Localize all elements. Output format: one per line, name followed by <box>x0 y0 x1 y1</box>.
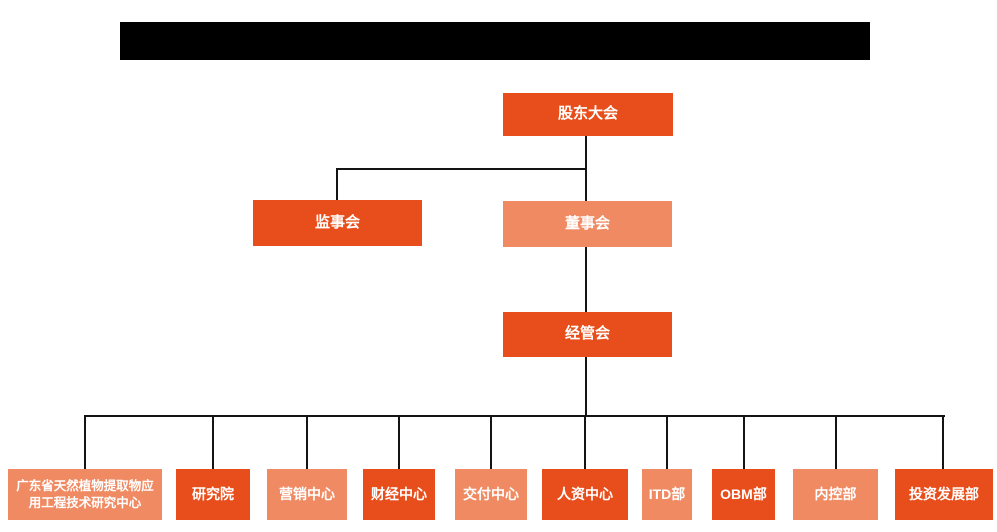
connector-branch-horizontal <box>336 168 587 170</box>
connector-board-management <box>585 247 587 312</box>
connector-branch-supervisory <box>336 168 338 200</box>
org-node-management-committee: 经管会 <box>503 312 672 357</box>
org-node-itd-department: ITD部 <box>642 469 692 520</box>
org-node-internal-control-department: 内控部 <box>793 469 878 520</box>
connector-drop-obm <box>743 415 745 469</box>
connector-drop-delivery <box>490 415 492 469</box>
connector-drop-itd <box>666 415 668 469</box>
connector-management-bus <box>585 357 587 417</box>
redacted-title-bar <box>120 22 870 60</box>
org-node-research-center: 广东省天然植物提取物应用工程技术研究中心 <box>8 469 162 520</box>
connector-drop-finance <box>398 415 400 469</box>
org-node-hr-center: 人资中心 <box>542 469 628 520</box>
org-node-obm-department: OBM部 <box>712 469 775 520</box>
connector-bus-horizontal <box>84 415 945 417</box>
org-node-research-institute: 研究院 <box>176 469 250 520</box>
connector-drop-marketing <box>306 415 308 469</box>
connector-drop-research-institute <box>212 415 214 469</box>
connector-drop-hr <box>584 415 586 469</box>
org-node-finance-center: 财经中心 <box>363 469 435 520</box>
org-node-board-of-directors: 董事会 <box>503 201 672 247</box>
connector-drop-research-center <box>84 415 86 469</box>
connector-drop-investment <box>942 415 944 469</box>
connector-drop-internal-control <box>835 415 837 469</box>
org-node-delivery-center: 交付中心 <box>455 469 527 520</box>
org-node-investment-development-department: 投资发展部 <box>895 469 993 520</box>
org-node-supervisory-board: 监事会 <box>253 200 422 246</box>
org-node-marketing-center: 营销中心 <box>267 469 347 520</box>
org-node-shareholders-meeting: 股东大会 <box>503 93 673 136</box>
